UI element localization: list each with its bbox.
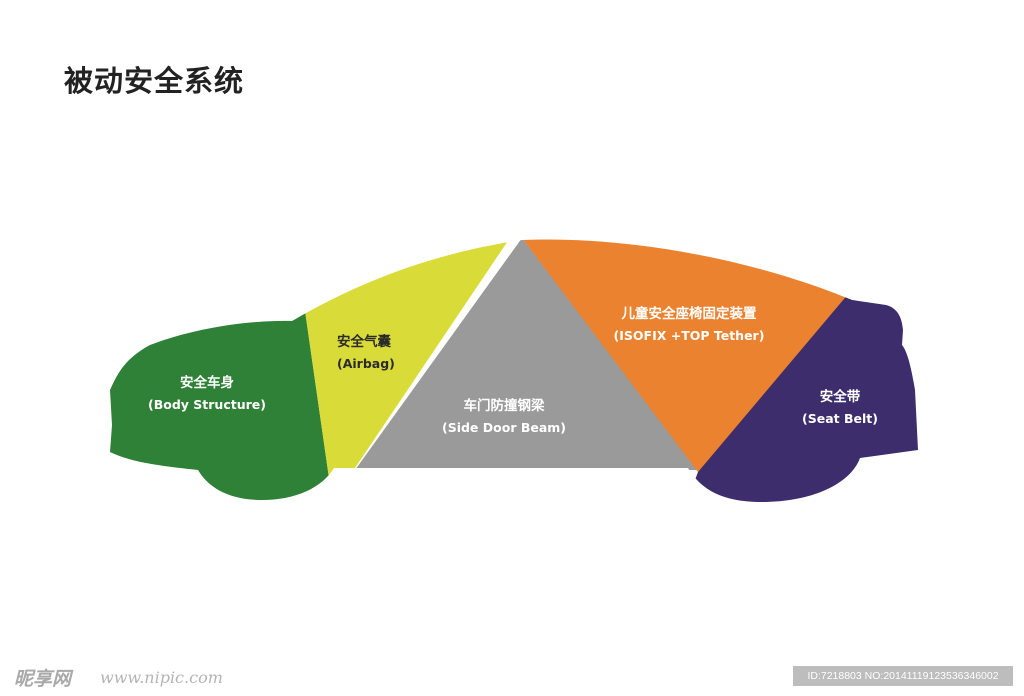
label-body-structure: 安全车身 (Body Structure) — [148, 372, 266, 416]
label-airbag-cn: 安全气囊 — [337, 334, 391, 350]
label-body-structure-en: (Body Structure) — [148, 397, 266, 412]
label-airbag-en: (Airbag) — [337, 356, 395, 371]
watermark-id: ID:7218803 NO:20141119123536346002 — [793, 666, 1013, 686]
zone-side-door-beam — [355, 239, 700, 470]
label-seat-belt-en: (Seat Belt) — [802, 411, 878, 426]
label-isofix-en: (ISOFIX +TOP Tether) — [613, 328, 765, 343]
zone-airbag — [292, 239, 522, 502]
zone-body-structure — [110, 239, 335, 502]
label-seat-belt-cn: 安全带 — [819, 389, 861, 405]
page-title: 被动安全系统 — [64, 64, 245, 98]
label-side-door-beam: 车门防撞钢梁 (Side Door Beam) — [440, 395, 568, 439]
label-side-door-beam-en: (Side Door Beam) — [441, 420, 567, 435]
watermark-url: www.nipic.com — [100, 668, 223, 687]
label-body-structure-cn: 安全车身 — [180, 375, 234, 391]
watermark-logo: 昵享网 — [14, 668, 72, 690]
label-isofix-cn: 儿童安全座椅固定装置 — [621, 306, 757, 322]
label-side-door-beam-cn: 车门防撞钢梁 — [463, 398, 545, 414]
label-airbag: 安全气囊 (Airbag) — [337, 331, 395, 375]
label-seat-belt: 安全带 (Seat Belt) — [800, 386, 880, 430]
zone-isofix — [522, 239, 860, 472]
label-isofix: 儿童安全座椅固定装置 (ISOFIX +TOP Tether) — [606, 303, 772, 347]
